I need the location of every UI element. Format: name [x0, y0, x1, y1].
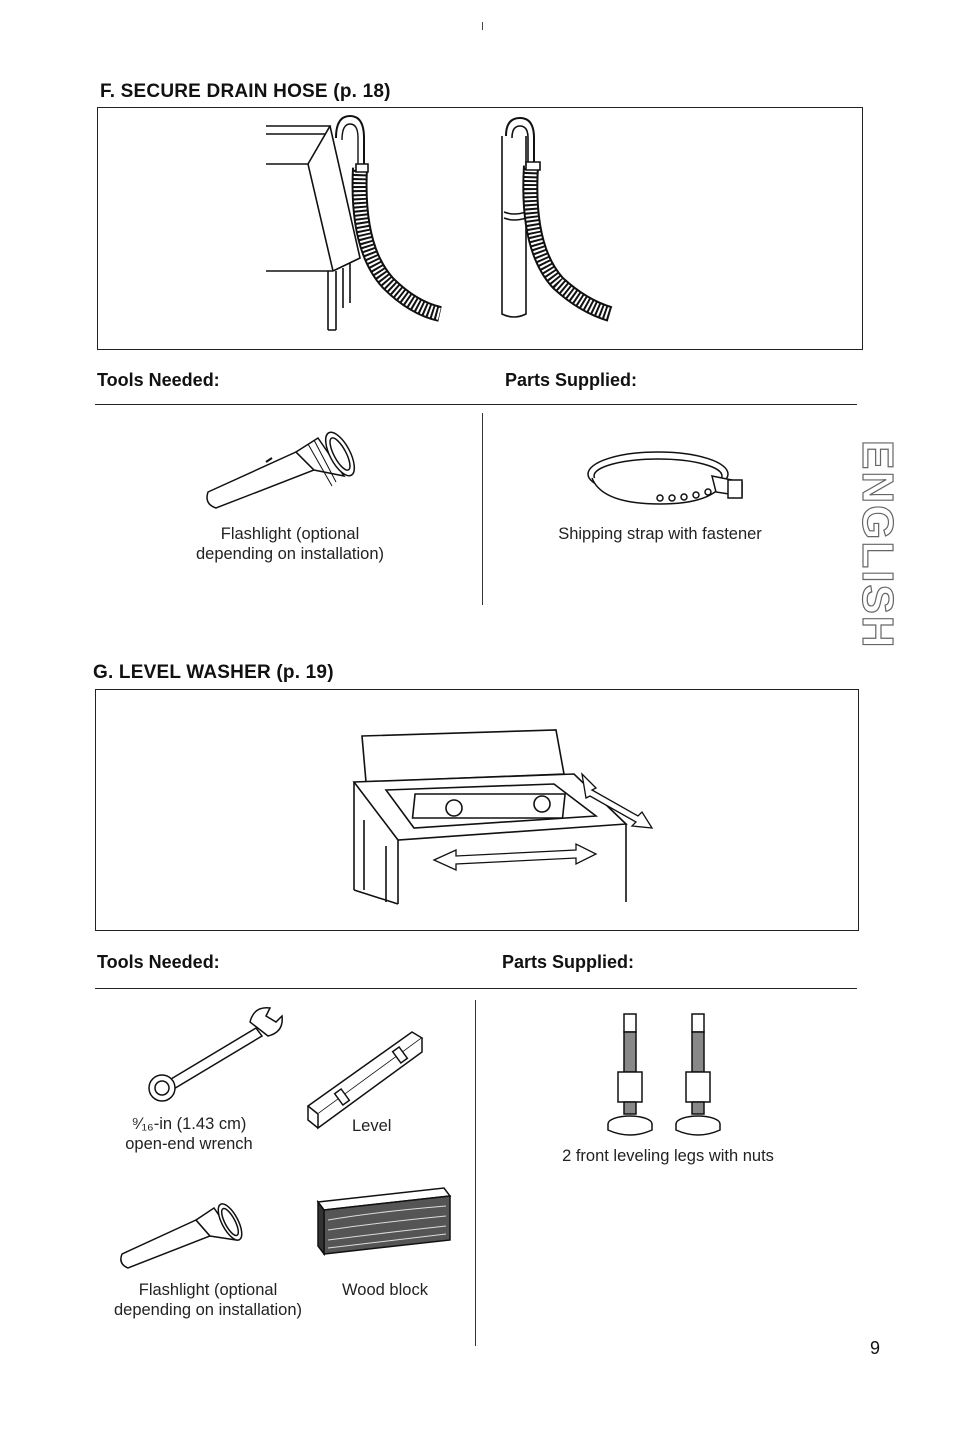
- drain-hose-illustration-frame: [97, 107, 863, 350]
- shipping-strap-icon: [587, 451, 743, 505]
- flashlight-icon: [206, 431, 356, 509]
- wood-block-icon: [316, 1187, 452, 1257]
- section-f-divider: [95, 404, 857, 405]
- section-f-title: F. SECURE DRAIN HOSE (p. 18): [100, 81, 391, 102]
- top-mark: [482, 22, 483, 30]
- level-washer-illustration-frame: [95, 689, 859, 931]
- section-f-parts-heading: Parts Supplied:: [505, 370, 638, 390]
- section-f-part-strap: [582, 446, 762, 516]
- page-number: 9: [870, 1338, 881, 1358]
- section-f-tools-heading: Tools Needed:: [97, 370, 220, 390]
- section-g-tool-wrench: [138, 1002, 288, 1102]
- section-g-tool-flashlight-caption: Flashlight (optional depending on instal…: [113, 1281, 303, 1319]
- section-g-divider: [95, 988, 857, 989]
- section-g-column-divider: [475, 1000, 476, 1346]
- section-g-part-leveling-legs-caption: 2 front leveling legs with nuts: [562, 1147, 774, 1165]
- flashlight-icon: [120, 1203, 243, 1269]
- section-g-tool-wood-block-caption: Wood block: [342, 1281, 428, 1299]
- section-g-title: G. LEVEL WASHER (p. 19): [93, 662, 334, 683]
- section-f-tool-flashlight-caption: Flashlight (optional depending on instal…: [195, 525, 385, 563]
- section-g-tool-flashlight: [112, 1196, 252, 1276]
- level-icon: [306, 1031, 424, 1130]
- section-g-tools-heading: Tools Needed:: [97, 952, 220, 972]
- section-g-parts-heading: Parts Supplied:: [502, 952, 635, 972]
- section-g-tool-wood-block: [314, 1184, 454, 1258]
- section-f-column-divider: [482, 413, 483, 605]
- section-g-tool-wrench-caption: ⁹⁄₁₆-in (1.43 cm) open-end wrench: [125, 1115, 253, 1153]
- section-f-part-strap-caption: Shipping strap with fastener: [558, 525, 762, 543]
- section-g-part-leveling-legs: [596, 1010, 746, 1142]
- section-g-tool-level-caption: Level: [352, 1117, 392, 1135]
- section-f-tool-flashlight: [196, 424, 366, 514]
- level-washer-illustration: [352, 729, 654, 905]
- section-g-tool-level: [304, 1024, 434, 1134]
- wrench-icon: [148, 1007, 283, 1102]
- drain-hose-illustration: [266, 114, 613, 331]
- leveling-legs-icon: [607, 1013, 721, 1136]
- language-side-tab: ENGLISH: [852, 439, 902, 650]
